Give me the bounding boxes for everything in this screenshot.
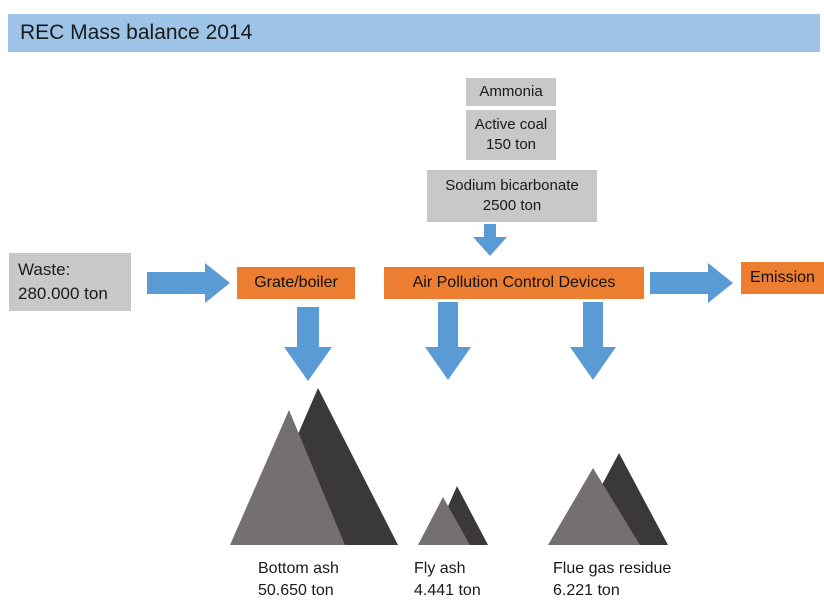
waste-label: Waste: [18,260,71,279]
emission-box: Emission [741,262,824,294]
page-title: REC Mass balance 2014 [20,21,253,44]
active-coal-label: Active coal [474,116,548,133]
sodium-bicarbonate-value: 2500 ton [482,197,542,214]
sodium-bicarbonate-label: Sodium bicarbonate [445,177,579,194]
arrow-waste-to-grate [147,263,230,303]
fly-ash-label: Fly ash [414,560,466,577]
ammonia-box: Ammonia [466,78,556,106]
sodium-bicarbonate-box: Sodium bicarbonate 2500 ton [427,170,597,222]
bottom-ash-value: 50.650 ton [258,582,334,599]
apc-devices-label: Air Pollution Control Devices [412,274,616,291]
arrow-apc-to-emission [650,263,733,303]
bottom-ash-label: Bottom ash [258,560,339,577]
waste-value: 280.000 ton [18,284,108,303]
flue-gas-residue-caption: Flue gas residue 6.221 ton [553,558,671,602]
waste-box: Waste: 280.000 ton [9,253,131,311]
title-bar: REC Mass balance 2014 [8,14,820,52]
flue-gas-residue-label: Flue gas residue [553,560,672,577]
fly-ash-pile [418,486,488,545]
arrow-apc-to-fly-ash [425,302,471,380]
ammonia-label: Ammonia [479,83,543,100]
bottom-ash-pile [230,388,398,545]
fly-ash-caption: Fly ash 4.441 ton [414,558,481,602]
active-coal-value: 150 ton [485,136,537,153]
flue-gas-residue-value: 6.221 ton [553,582,620,599]
arrow-apc-to-flue-gas [570,302,616,380]
emission-label: Emission [750,269,815,286]
arrow-grate-to-bottom-ash [284,307,332,381]
apc-devices-box: Air Pollution Control Devices [384,267,644,299]
grate-boiler-box: Grate/boiler [237,267,355,299]
bottom-ash-caption: Bottom ash 50.650 ton [258,558,339,602]
grate-boiler-label: Grate/boiler [254,274,338,291]
flue-gas-residue-pile [548,453,668,545]
arrow-inputs-to-apc [473,224,507,256]
active-coal-box: Active coal 150 ton [466,110,556,160]
fly-ash-value: 4.441 ton [414,582,481,599]
